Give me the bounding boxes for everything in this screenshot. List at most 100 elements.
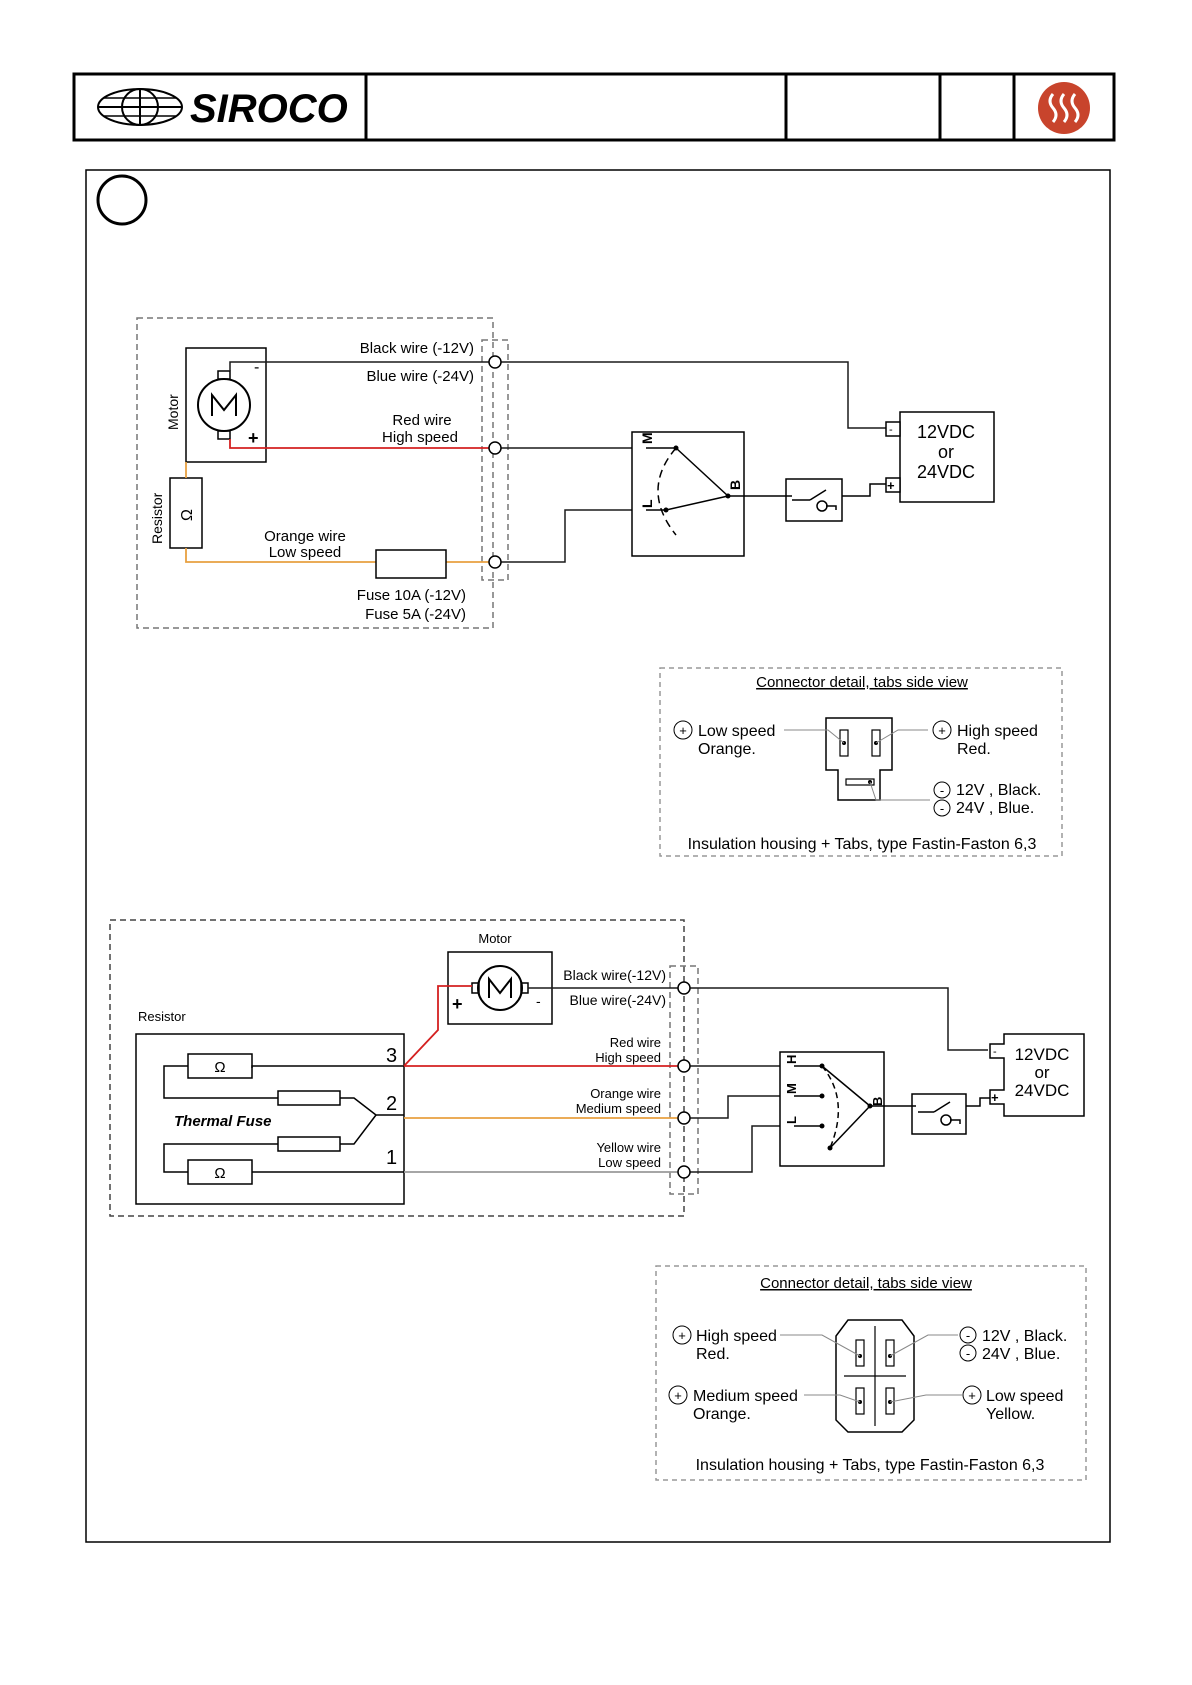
connector1-footer: Insulation housing + Tabs, type Fastin-F… xyxy=(688,836,1037,853)
terminal-yellow-2 xyxy=(677,1165,691,1179)
low-wire-to-switch xyxy=(495,509,632,563)
switch-terminal-l: L xyxy=(639,499,655,508)
plus-sign: + xyxy=(248,428,259,448)
leader-medium-speed-2 xyxy=(804,1394,861,1403)
black-wire xyxy=(229,361,898,429)
svg-text:Ω: Ω xyxy=(214,1165,225,1182)
motor-label-2: Motor xyxy=(478,931,512,946)
svg-text:Ω: Ω xyxy=(214,1059,225,1076)
connector1-high-speed: High speed xyxy=(957,723,1038,740)
terminal-black-2 xyxy=(677,981,691,995)
leader-low-speed-2 xyxy=(889,1394,962,1403)
blue-wire-label: Blue wire (-24V) xyxy=(366,368,474,385)
connector1-low-speed-color: Orange. xyxy=(698,741,756,758)
plus-badge-high-2-sign: + xyxy=(678,1328,686,1343)
plus-badge-low-2-sign: + xyxy=(968,1388,976,1403)
terminal-black xyxy=(488,355,502,369)
red-wire-sublabel: High speed xyxy=(382,429,458,446)
red-wire-label-2: Red wire xyxy=(610,1035,661,1050)
connector1-neg-24: 24V , Blue. xyxy=(956,800,1034,817)
connector1-title: Connector detail, tabs side view xyxy=(756,674,968,691)
leader-negative xyxy=(869,781,930,801)
plus-badge-medium-2 xyxy=(668,1385,688,1405)
minus-badge-24-sign: - xyxy=(940,801,944,816)
connector2-medium-speed-color: Orange. xyxy=(693,1406,751,1423)
power-supply-box-2: - + xyxy=(989,1033,1085,1117)
connector-detail-1: Connector detail, tabs side view + Low s… xyxy=(659,667,1063,857)
connector1-housing xyxy=(825,717,893,801)
supply-voltage-24-2: 24VDC xyxy=(1015,1081,1070,1100)
resistor-label: Resistor xyxy=(149,492,165,544)
blue-wire-label-2: Blue wire(-24V) xyxy=(570,992,666,1008)
motor-icon xyxy=(185,347,267,463)
low-to-switch xyxy=(684,1125,780,1173)
key-switch-icon xyxy=(911,1093,967,1135)
minus-badge-12 xyxy=(933,781,951,799)
connector-boundary xyxy=(481,339,509,581)
switch2-terminal-h: H xyxy=(784,1055,799,1064)
switch2-terminal-m: M xyxy=(784,1083,799,1094)
plus-badge-low-2 xyxy=(962,1385,982,1405)
connector2-medium-speed: Medium speed xyxy=(693,1388,798,1405)
minus-badge-24-2-sign: - xyxy=(966,1346,970,1361)
red-wire-label: Red wire xyxy=(392,412,451,429)
resistor-label-2: Resistor xyxy=(138,1009,186,1024)
plus-badge-low xyxy=(673,720,693,740)
key-to-supply-wire xyxy=(842,483,898,497)
terminal-1-label: 1 xyxy=(386,1147,397,1169)
thermal-fuse-label: Thermal Fuse xyxy=(174,1113,272,1130)
supply-or: or xyxy=(938,442,954,462)
connector2-high-speed: High speed xyxy=(696,1328,777,1345)
connector1-neg-12: 12V , Black. xyxy=(956,782,1041,799)
content-frame xyxy=(85,169,1111,1543)
connector1-high-speed-color: Red. xyxy=(957,741,991,758)
connector-boundary-2 xyxy=(669,965,699,1195)
resistor-icon: Ω xyxy=(187,1053,253,1079)
heater-unit-boundary xyxy=(136,317,494,629)
minus-badge-12-2-sign: - xyxy=(966,1328,970,1343)
switch-terminal-m: M xyxy=(639,432,655,444)
key-to-supply-wire-2 xyxy=(966,1097,990,1107)
black-wire-2 xyxy=(528,987,988,1051)
fuse-12v-label: Fuse 10A (-12V) xyxy=(357,587,466,604)
connector2-neg-12: 12V , Black. xyxy=(982,1328,1067,1345)
resistor-icon: Ω xyxy=(169,477,203,549)
diagram-1: Motor - + Ω Resistor Black wire (-12V) B… xyxy=(136,317,995,629)
diagram-2: Motor + - Resistor Ω Ω xyxy=(109,919,1085,1217)
supply-voltage-24: 24VDC xyxy=(917,462,975,482)
leader-high-speed xyxy=(875,729,928,744)
speed-switch xyxy=(631,431,745,557)
connector-detail-2: Connector detail, tabs side view + High … xyxy=(655,1265,1087,1481)
red-wire xyxy=(229,439,495,449)
switch2-terminal-l: L xyxy=(784,1116,799,1124)
minus-badge-12-sign: - xyxy=(940,783,944,798)
supply-voltage-12: 12VDC xyxy=(917,422,975,442)
plus-badge-high-sign: + xyxy=(938,723,946,738)
minus-badge-12-2 xyxy=(959,1326,977,1344)
plus-badge-low-sign: + xyxy=(679,723,687,738)
fuse-24v-label: Fuse 5A (-24V) xyxy=(365,606,466,623)
svg-text:-: - xyxy=(889,424,893,436)
heat-logo-icon xyxy=(1038,82,1090,134)
black-wire-label-2: Black wire(-12V) xyxy=(563,967,666,983)
leader-negative-2 xyxy=(889,1334,958,1357)
key-switch-icon xyxy=(785,478,843,522)
orange-wire-sublabel: Low speed xyxy=(269,544,342,561)
svg-text:+: + xyxy=(991,1090,999,1105)
connector2-title: Connector detail, tabs side view xyxy=(760,1275,972,1292)
orange-wire-label-2: Orange wire xyxy=(590,1086,661,1101)
red-wire-motor xyxy=(403,985,472,1067)
terminal-orange xyxy=(488,555,502,569)
fuse-icon xyxy=(277,1136,341,1152)
connector1-low-speed: Low speed xyxy=(698,723,775,740)
supply-voltage-12-2: 12VDC xyxy=(1015,1045,1070,1064)
minus-sign: - xyxy=(254,359,259,376)
svg-text:-: - xyxy=(536,993,541,1009)
plus-badge-medium-2-sign: + xyxy=(674,1388,682,1403)
connector2-footer: Insulation housing + Tabs, type Fastin-F… xyxy=(696,1457,1045,1474)
terminal-red xyxy=(488,441,502,455)
resistor-icon: Ω xyxy=(187,1159,253,1185)
resistor-internal: Ω Ω xyxy=(163,1053,404,1185)
orange-wire-low xyxy=(185,548,376,563)
